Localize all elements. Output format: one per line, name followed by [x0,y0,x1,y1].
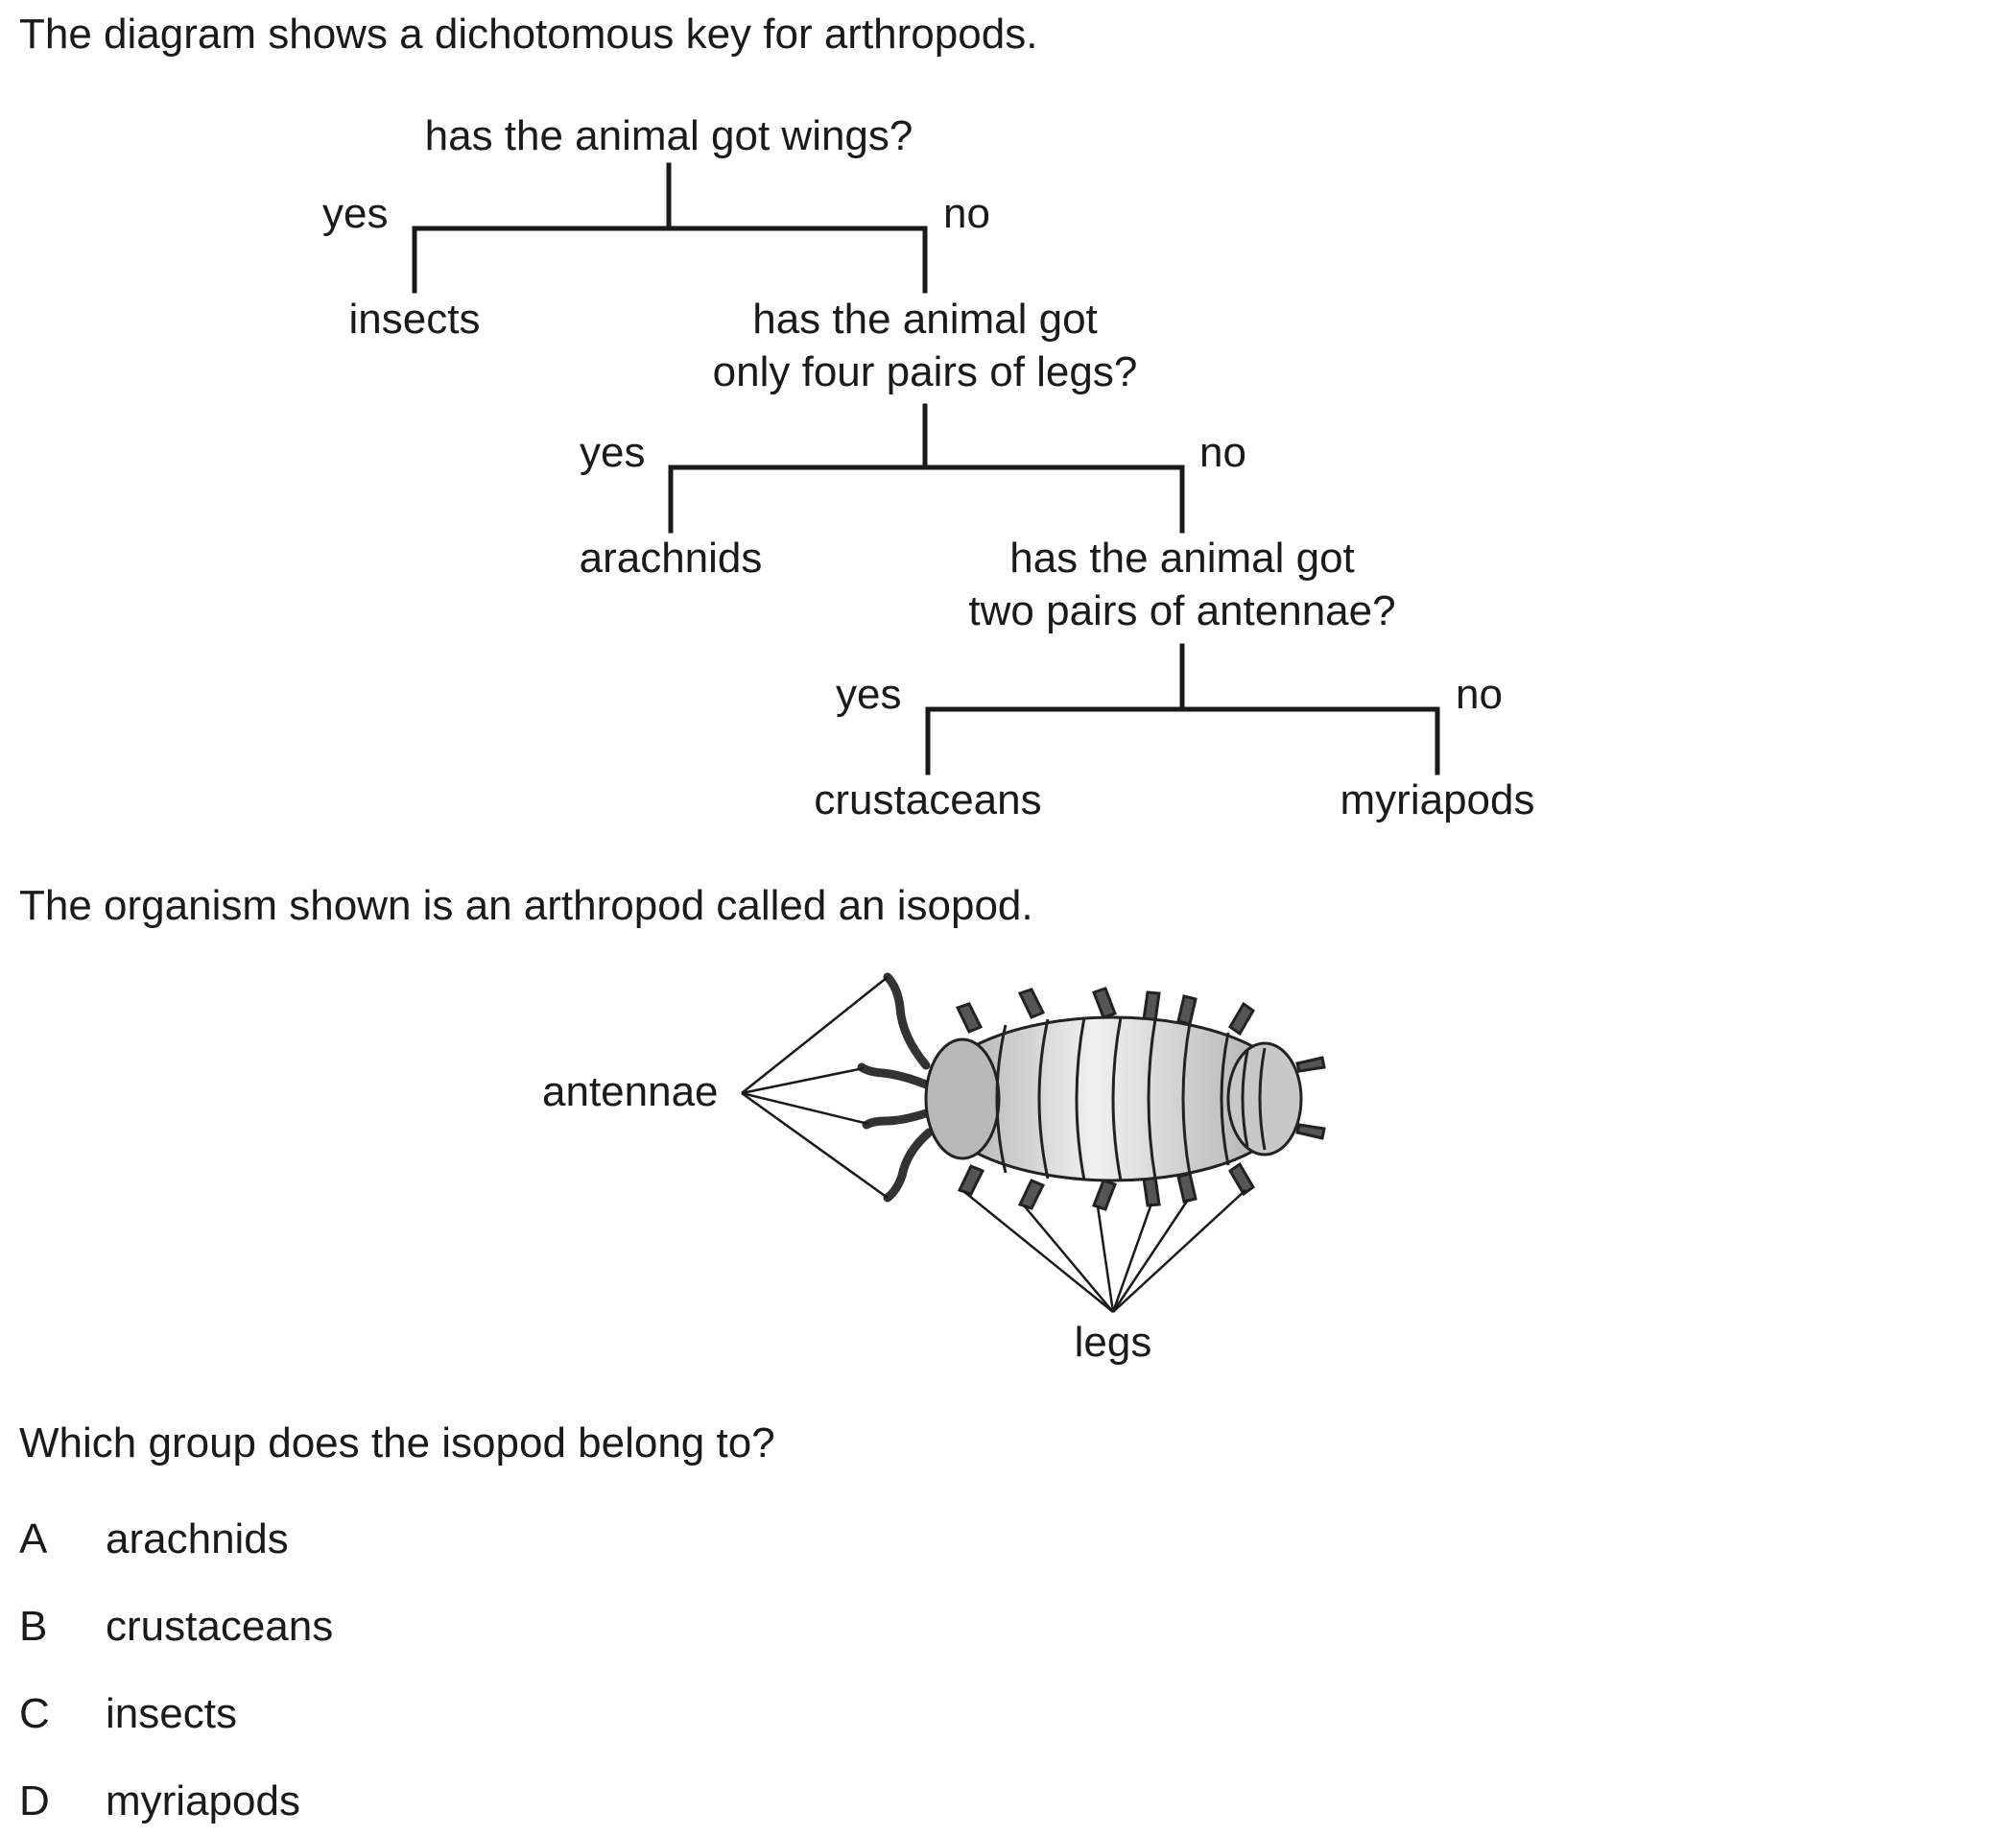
isopod-intro-text: The organism shown is an arthropod calle… [19,882,1033,929]
option-letter: C [19,1690,50,1737]
legs-pointer-4 [1111,1203,1153,1313]
antenna-upper [883,972,931,1070]
key-question-legs-line1: has the animal got [752,296,1098,343]
key-question-wings: has the animal got wings? [424,112,913,159]
legs-pointer-3 [1096,1205,1115,1313]
key-question-legs-line2: only four pairs of legs? [712,348,1138,395]
leg-bottom-3 [1092,1179,1117,1211]
intro-text: The diagram shows a dichotomous key for … [19,11,1038,58]
option-text: myriapods [106,1777,300,1824]
leg-bottom-5 [1176,1172,1198,1204]
leg-top-2 [1017,988,1046,1019]
segment-line-6 [1181,1022,1192,1176]
leg-bottom-6 [1228,1161,1255,1197]
segment-line-1 [995,1024,1008,1174]
key-no-2: no [1199,429,1246,476]
antenna-lower [883,1128,934,1203]
leg-bottom-4 [1142,1175,1161,1207]
key-group-crustaceans: crustaceans [814,776,1042,823]
antennae-pointer-3 [741,1091,869,1126]
tail-line-2 [1258,1047,1267,1151]
segment-line-7 [1220,1032,1230,1166]
isopod-tail [1226,1041,1303,1156]
leg-top-5 [1176,994,1198,1026]
antennae-pointer-2 [741,1066,865,1095]
option-text: arachnids [106,1515,289,1562]
option-text: insects [106,1690,237,1737]
option-letter: B [19,1603,48,1650]
segment-line-4 [1111,1016,1123,1181]
question-text: Which group does the isopod belong to? [19,1419,775,1466]
option-text: crustaceans [106,1603,334,1650]
key-no-3: no [1456,671,1503,718]
option-letter: A [19,1515,48,1562]
key-group-insects: insects [348,296,481,343]
leg-top-6 [1228,1001,1255,1037]
segment-line-2 [1037,1018,1050,1180]
uropod-upper [1295,1056,1326,1073]
key-yes-3: yes [836,671,902,718]
antenna-inner-upper [857,1062,931,1089]
leg-bottom-2 [1017,1179,1046,1210]
leg-top-4 [1142,990,1161,1023]
tail-line-1 [1241,1050,1249,1148]
label-antennae: antennae [542,1068,719,1115]
option-letter: D [19,1777,50,1824]
label-legs: legs [1074,1319,1152,1366]
key-group-myriapods: myriapods [1340,776,1535,823]
antennae-pointer-4 [741,1091,889,1200]
isopod-head [924,1037,1001,1160]
leg-bottom-1 [957,1164,985,1196]
segment-line-5 [1147,1018,1157,1180]
leg-top-3 [1092,987,1117,1019]
key-no-1: no [943,190,990,237]
legs-pointer-1 [962,1190,1114,1313]
antenna-inner-lower [862,1109,931,1130]
key-group-arachnids: arachnids [579,535,763,582]
legs-pointer-5 [1111,1199,1190,1313]
leg-top-1 [955,1002,984,1034]
legs-pointer-6 [1112,1189,1246,1313]
key-question-antennae-line1: has the animal got [1009,535,1355,582]
antennae-pointer-1 [741,976,889,1094]
uropod-lower [1295,1123,1326,1140]
key-question-antennae-line2: two pairs of antennae? [968,587,1396,634]
key-yes-2: yes [580,429,646,476]
segment-line-3 [1075,1016,1086,1181]
key-yes-1: yes [322,190,389,237]
legs-pointer-2 [1023,1204,1114,1313]
